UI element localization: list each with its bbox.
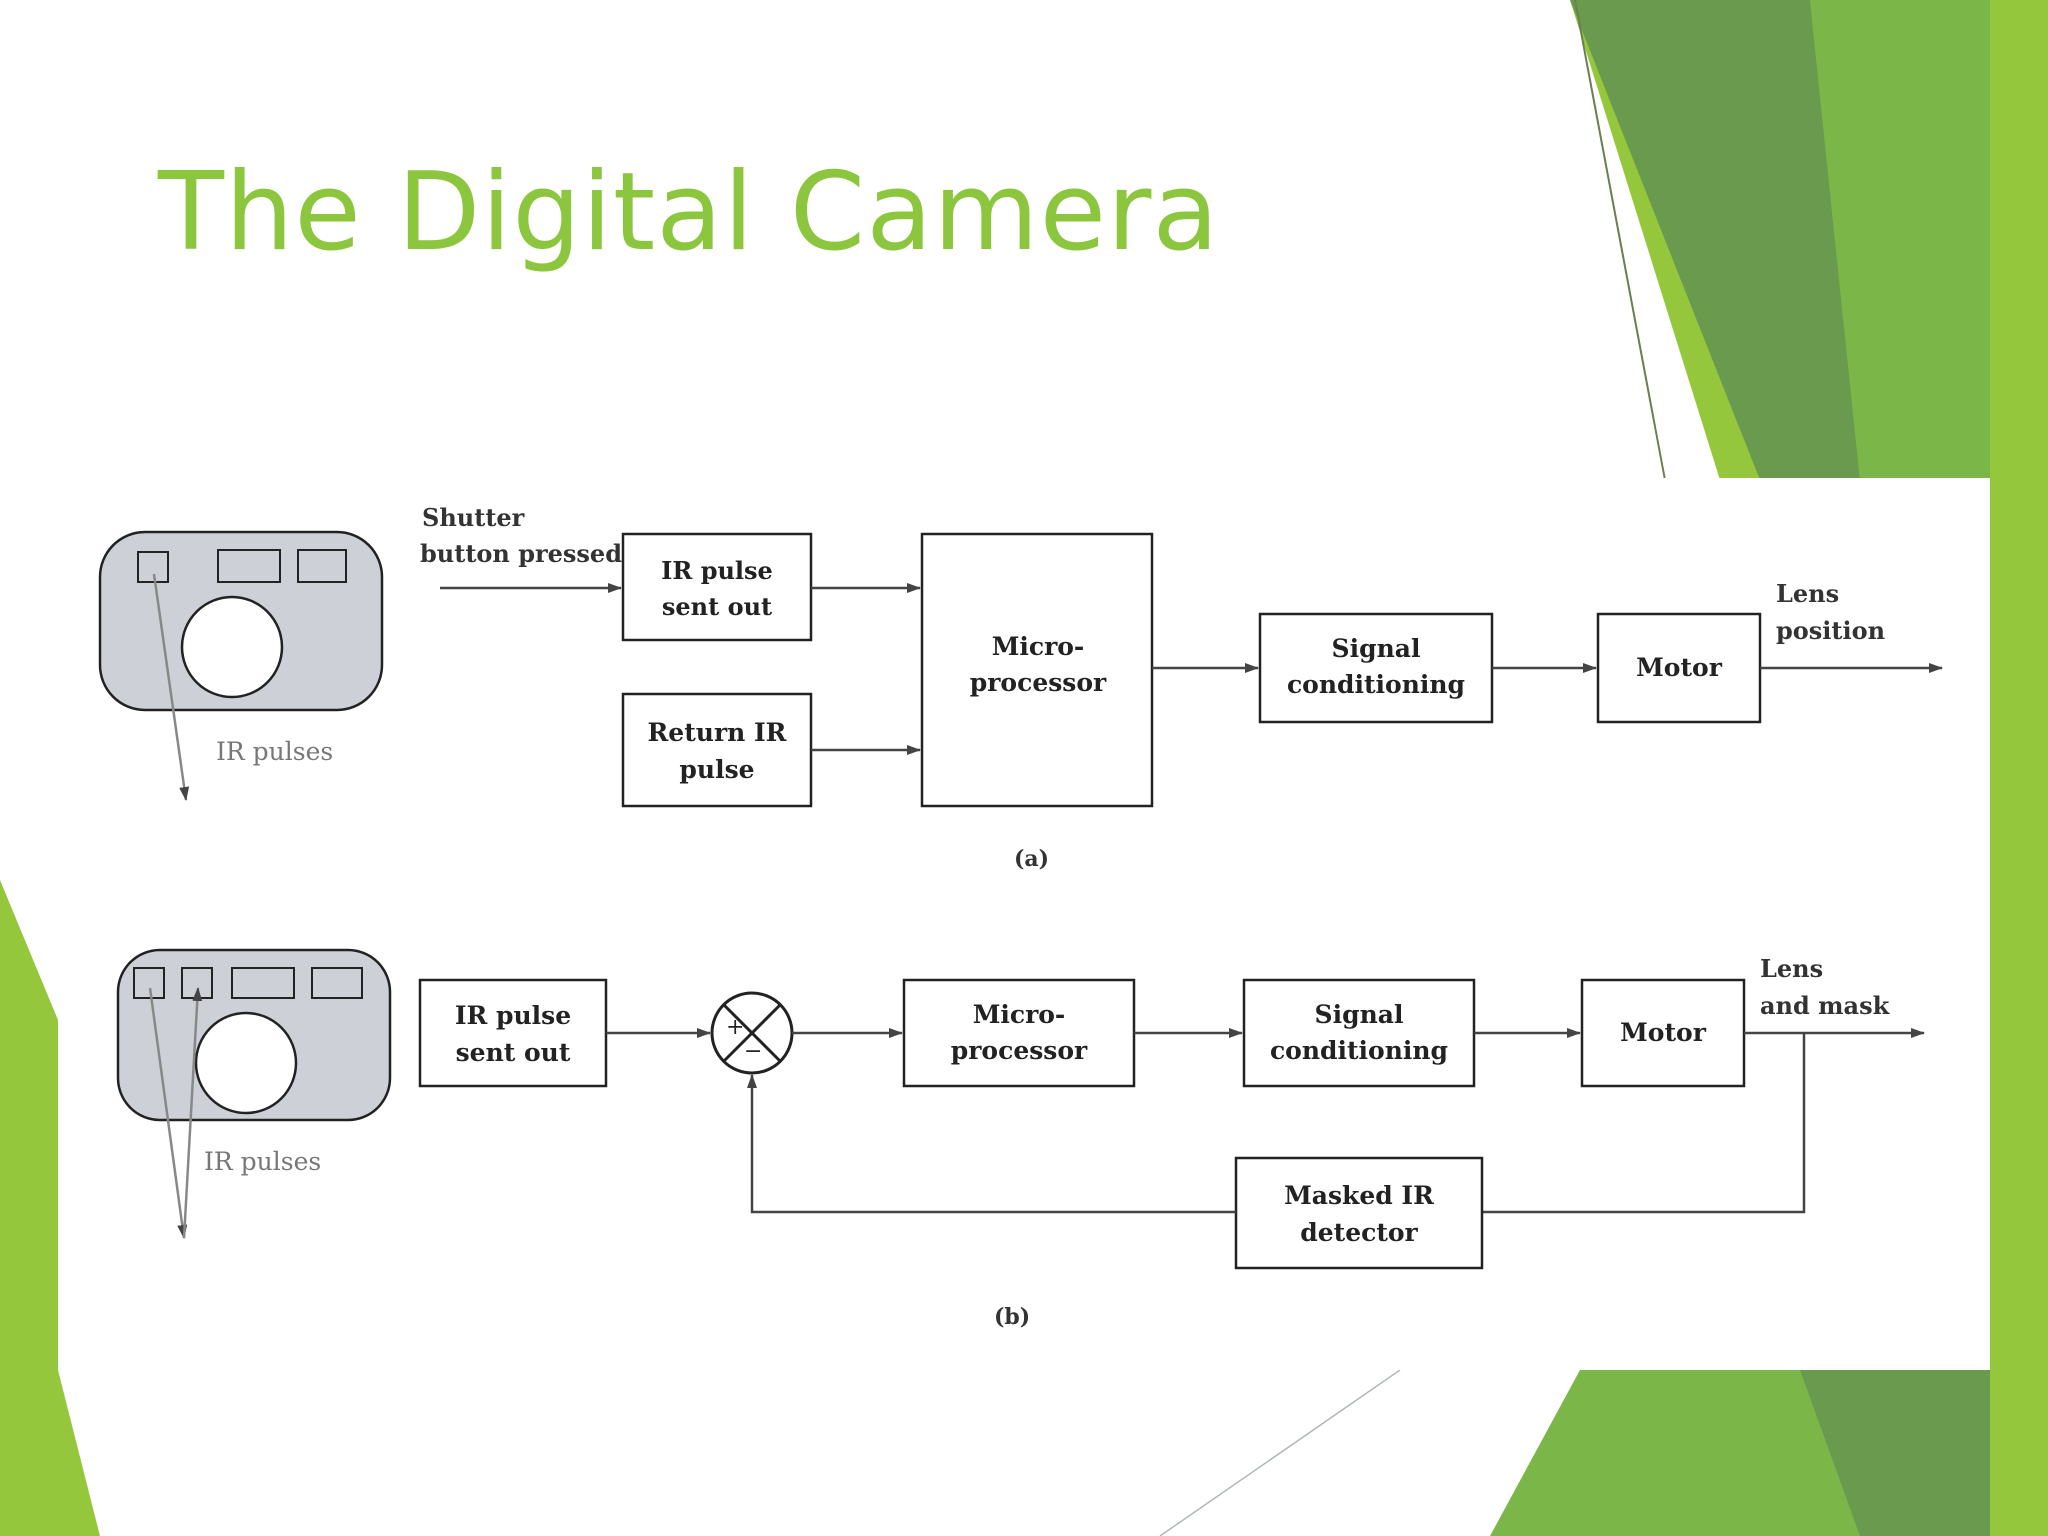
deco-thin-line-bottom: [1159, 1369, 1401, 1536]
block-a-ir-pulse-text-1: IR pulse: [661, 556, 773, 585]
camera-a-label: IR pulses: [216, 737, 333, 766]
diagram-a: IR pulses Shutter button pressed IR puls…: [98, 503, 1943, 872]
output-b-label-1: Lens: [1760, 954, 1823, 983]
caption-b: (b): [994, 1304, 1030, 1330]
block-b-motor-text: Motor: [1620, 1018, 1707, 1047]
deco-right-mid: [1810, 0, 1990, 480]
sum-minus-sign: −: [744, 1039, 762, 1064]
deco-left: [0, 880, 100, 1536]
figure-card: IR pulses Shutter button pressed IR puls…: [58, 478, 1990, 1370]
caption-a: (a): [1014, 846, 1049, 872]
block-a-ir-pulse: [621, 532, 813, 642]
deco-right-dark: [1570, 0, 1860, 480]
shutter-label-2: button pressed: [420, 539, 622, 568]
block-a-return-ir: [621, 692, 813, 808]
block-a-motor: [1596, 612, 1762, 724]
feedback-line-right: [1482, 1033, 1806, 1214]
diagram-b: IR pulses IR pulse sent out + − Micro-: [116, 948, 1925, 1330]
block-a-ir-pulse-text-2: sent out: [662, 592, 772, 621]
block-b-masked-ir-detector: [1234, 1156, 1484, 1270]
camera-a-icon: [98, 530, 384, 801]
block-a-microprocessor: [920, 532, 1154, 808]
block-b-detector-text-1: Masked IR: [1284, 1181, 1434, 1210]
feedback-line-left: [747, 1074, 1236, 1214]
block-b-microprocessor: [902, 978, 1136, 1088]
summing-junction: [710, 991, 794, 1075]
block-a-signal-conditioning: [1258, 612, 1494, 724]
block-b-ir-pulse-text-2: sent out: [456, 1038, 571, 1067]
shutter-label-1: Shutter: [422, 503, 525, 532]
block-diagram: IR pulses Shutter button pressed IR puls…: [98, 503, 1943, 1330]
output-b-label-2: and mask: [1760, 991, 1891, 1020]
camera-b-icon: [116, 948, 392, 1239]
block-a-micro-text-2: processor: [970, 668, 1107, 697]
block-b-signal-conditioning: [1242, 978, 1476, 1088]
block-a-signal-text-2: conditioning: [1287, 670, 1465, 699]
output-a-label-2: position: [1776, 616, 1885, 645]
block-a-return-ir-text-1: Return IR: [648, 718, 787, 747]
block-b-ir-pulse: [418, 978, 608, 1088]
block-a-return-ir-text-2: pulse: [679, 755, 754, 784]
block-b-ir-pulse-text-1: IR pulse: [455, 1001, 571, 1030]
sum-plus-sign: +: [726, 1015, 744, 1040]
block-b-signal-text-2: conditioning: [1270, 1036, 1448, 1065]
output-a-label-1: Lens: [1776, 579, 1839, 608]
block-b-motor: [1580, 978, 1746, 1088]
deco-bottom-right-dark: [1800, 1370, 1990, 1536]
block-b-micro-text-2: processor: [951, 1036, 1088, 1065]
block-b-signal-text-1: Signal: [1315, 1000, 1404, 1029]
block-b-detector-text-2: detector: [1300, 1218, 1418, 1247]
block-a-micro-text-1: Micro-: [992, 632, 1085, 661]
deco-thin-line-top: [1574, 0, 1666, 481]
camera-b-label: IR pulses: [204, 1147, 321, 1176]
block-b-micro-text-1: Micro-: [973, 1000, 1066, 1029]
block-a-signal-text-1: Signal: [1332, 634, 1421, 663]
block-a-motor-text: Motor: [1636, 653, 1723, 682]
slide-title: The Digital Camera: [158, 150, 1220, 275]
